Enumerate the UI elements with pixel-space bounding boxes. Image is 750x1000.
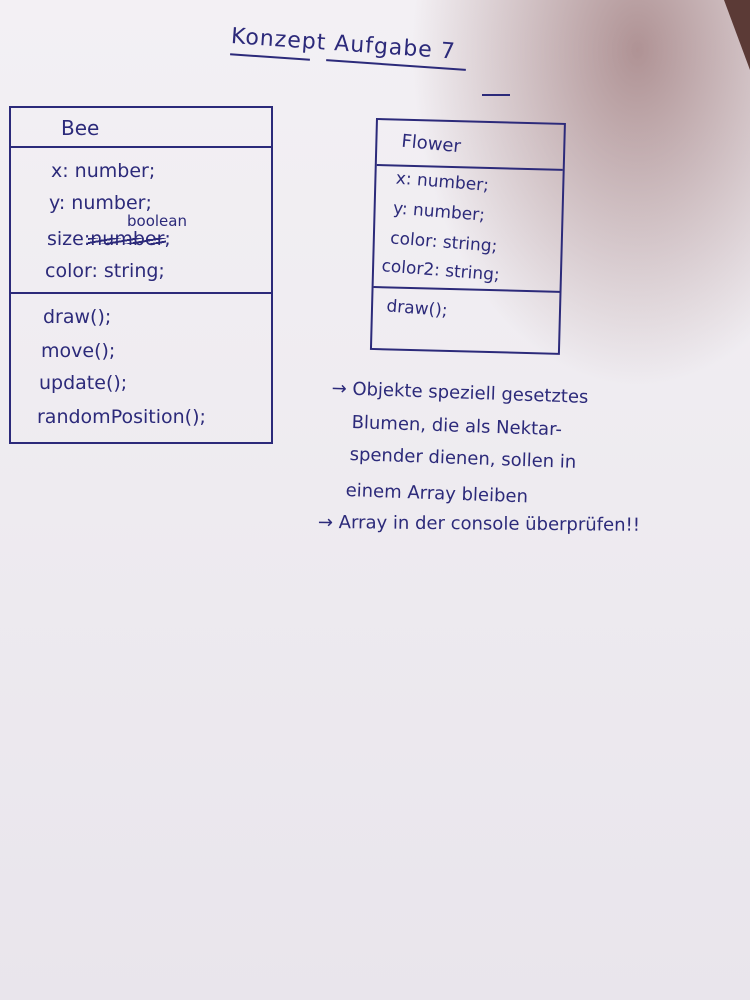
bee-attribute-size: size:number; bbox=[47, 228, 171, 250]
bee-size-semicolon: ; bbox=[164, 228, 171, 250]
bee-name-separator bbox=[11, 146, 271, 148]
flower-attribute-color2: color2: string; bbox=[380, 256, 501, 286]
bee-method-draw: draw(); bbox=[43, 306, 112, 328]
flower-attribute-separator bbox=[373, 285, 560, 293]
bee-size-struck-type: number bbox=[88, 228, 167, 250]
flower-class-box: Flower x: number; y: number; color: stri… bbox=[369, 118, 566, 355]
bee-size-correction: boolean bbox=[127, 212, 187, 230]
table-corner bbox=[724, 0, 750, 70]
bee-method-update: update(); bbox=[39, 372, 128, 394]
bee-size-label: size: bbox=[47, 228, 91, 250]
flower-attribute-color: color: string; bbox=[389, 228, 499, 257]
bee-attribute-color: color: string; bbox=[45, 260, 165, 282]
flower-method-draw: draw(); bbox=[385, 296, 449, 322]
title-underline-3 bbox=[482, 94, 510, 96]
note-line-5: → Array in der console überprüfen!! bbox=[317, 512, 641, 536]
bee-attribute-x: x: number; bbox=[51, 160, 156, 182]
bee-attribute-y: y: number; bbox=[49, 192, 152, 214]
bee-method-random-position: randomPosition(); bbox=[37, 406, 206, 428]
bee-class-box: Bee x: number; y: number; size:number; b… bbox=[9, 106, 273, 444]
flower-attribute-y: y: number; bbox=[392, 198, 486, 226]
bee-class-name: Bee bbox=[61, 116, 100, 140]
flower-attribute-x: x: number; bbox=[395, 168, 490, 196]
flower-class-name: Flower bbox=[400, 130, 462, 158]
bee-attribute-separator bbox=[11, 292, 271, 294]
bee-method-move: move(); bbox=[41, 340, 116, 362]
